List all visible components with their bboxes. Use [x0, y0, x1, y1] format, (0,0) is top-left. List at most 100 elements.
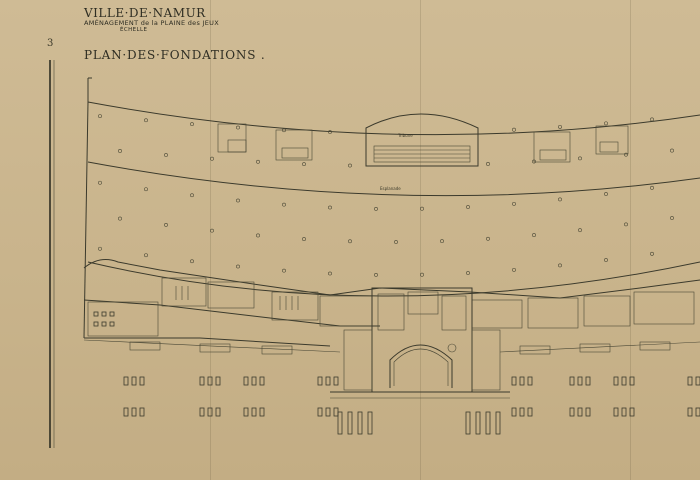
inner-arc — [87, 261, 700, 297]
pier-marker — [578, 156, 582, 161]
foundation-pier — [527, 407, 533, 417]
pier-marker — [210, 156, 214, 161]
foundation-pier — [695, 376, 700, 386]
pier-marker — [302, 162, 306, 167]
pier-marker — [466, 271, 470, 275]
foundation-pier — [621, 376, 627, 386]
pier-marker — [604, 192, 608, 196]
pier-marker — [512, 201, 516, 206]
pier-marker — [282, 128, 286, 133]
sheet-number: 3 — [47, 38, 54, 49]
foundation-pier — [629, 376, 635, 386]
foundation-pier — [139, 407, 145, 417]
pier-marker — [374, 206, 378, 211]
foundation-pier — [131, 407, 137, 417]
pier-marker — [650, 117, 654, 122]
pier-marker — [670, 148, 674, 153]
fold-line — [420, 0, 421, 480]
pier-marker — [624, 222, 628, 227]
foundation-pier — [199, 407, 205, 417]
pier-marker — [164, 153, 168, 157]
pier-marker — [604, 258, 608, 262]
foundation-piers — [123, 376, 700, 435]
left-edge — [83, 101, 89, 339]
pier-marker — [558, 197, 562, 202]
pier-marker — [282, 268, 286, 273]
pier-marker — [670, 216, 674, 220]
foundation-pier — [687, 376, 693, 386]
middle-arc — [87, 161, 700, 197]
lower-wing-right — [499, 341, 700, 355]
pier-marker — [190, 259, 194, 264]
lower-building-strip — [83, 259, 700, 347]
pier-marker — [558, 124, 562, 129]
foundation-pier — [139, 376, 145, 386]
pier-marker — [440, 239, 444, 244]
pier-marker — [348, 163, 352, 168]
foundation-pier — [585, 407, 591, 417]
pier-marker — [98, 114, 102, 119]
pier-marker — [256, 233, 260, 238]
foundation-pier — [495, 411, 501, 435]
foundation-pier — [485, 411, 491, 435]
foundation-pier — [259, 407, 265, 417]
foundation-pier — [519, 376, 525, 386]
pier-markers — [98, 114, 674, 277]
pier-marker — [210, 228, 214, 233]
pier-marker — [236, 264, 240, 269]
pier-marker — [650, 185, 654, 190]
pier-marker — [190, 122, 194, 127]
pier-marker — [394, 240, 398, 244]
foundation-pier — [123, 376, 129, 386]
pier-marker — [374, 272, 378, 277]
pier-marker — [512, 267, 516, 272]
foundation-pier — [511, 407, 517, 417]
pier-marker — [302, 237, 306, 241]
pier-marker — [144, 253, 148, 258]
foundation-pier — [347, 411, 353, 435]
pier-marker — [604, 121, 608, 126]
foundation-pier — [215, 407, 221, 417]
pier-marker — [466, 205, 470, 209]
foundation-pier — [207, 376, 213, 386]
esplanade-label: Esplanade — [380, 186, 401, 191]
pier-marker — [164, 223, 168, 227]
title-project: AMÉNAGEMENT de la PLAINE des JEUX — [84, 19, 219, 27]
pier-marker — [190, 193, 194, 198]
title-plan-name: PLAN·DES·FONDATIONS . — [84, 48, 266, 62]
foundation-pier — [243, 407, 249, 417]
foundation-pier — [687, 407, 693, 417]
pier-marker — [328, 130, 332, 134]
foundation-pier — [337, 411, 343, 435]
pier-marker — [512, 127, 516, 132]
foundation-pier — [465, 411, 471, 435]
pier-marker — [98, 246, 102, 251]
central-entrance-block — [330, 287, 510, 399]
foundation-pier — [367, 411, 373, 435]
foundation-pier — [251, 407, 257, 417]
pier-marker — [328, 271, 332, 276]
foundation-pier — [577, 376, 583, 386]
upper-pavilion-right-2 — [595, 125, 629, 155]
foundation-pier — [519, 407, 525, 417]
pier-marker — [144, 118, 148, 123]
foundation-pier — [585, 376, 591, 386]
pier-marker — [282, 202, 286, 207]
pier-marker — [532, 233, 536, 237]
foundation-pier — [577, 407, 583, 417]
foundation-pier — [569, 376, 575, 386]
pier-marker — [650, 251, 654, 256]
foundation-pier — [251, 376, 257, 386]
foundation-pier — [613, 407, 619, 417]
foundation-pier — [215, 376, 221, 386]
pier-marker — [486, 162, 490, 166]
foundation-pier — [569, 407, 575, 417]
pier-marker — [144, 187, 148, 192]
pier-marker — [236, 198, 240, 203]
pier-marker — [532, 159, 536, 164]
pier-marker — [236, 125, 240, 130]
foundation-pier — [621, 407, 627, 417]
pier-marker — [578, 228, 582, 233]
